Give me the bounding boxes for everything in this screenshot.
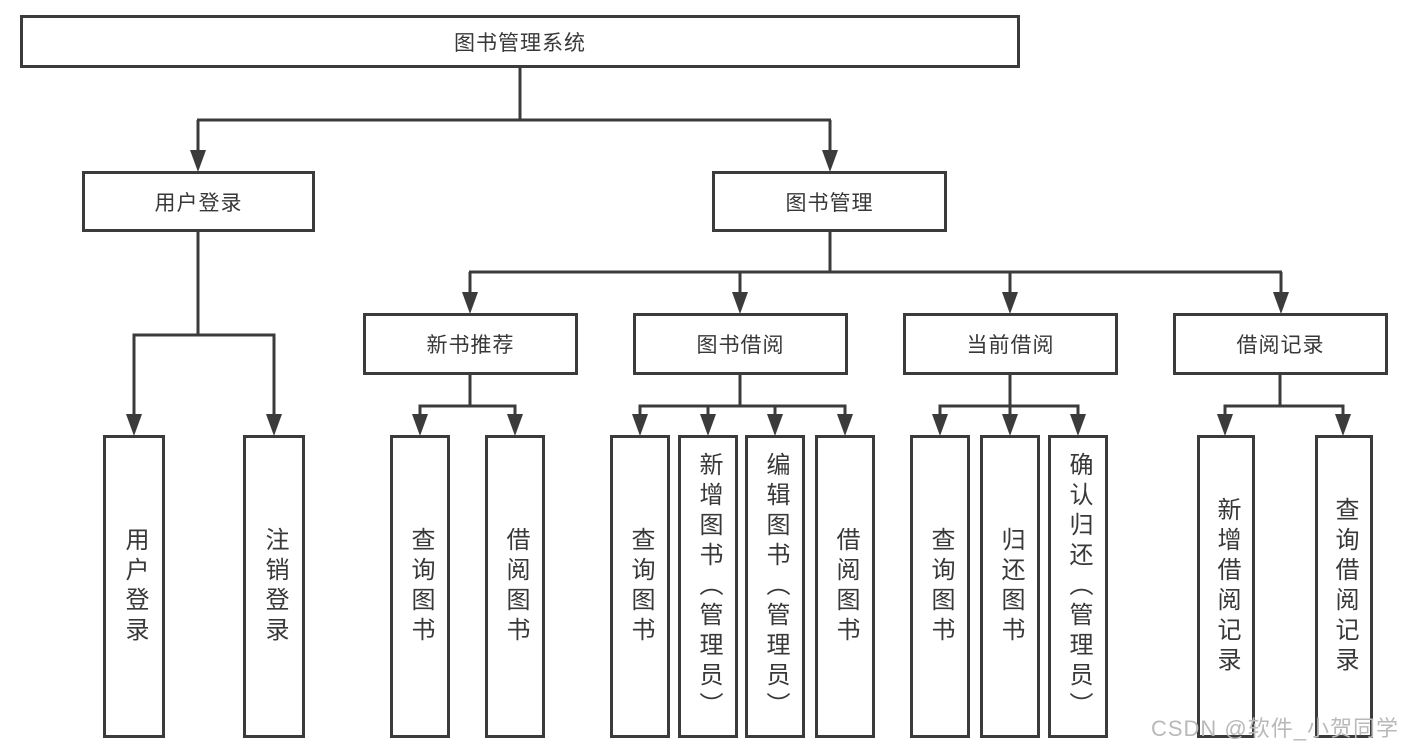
node-label: 查询图书: [627, 526, 654, 647]
node-label: 借阅图书: [832, 526, 859, 647]
node-label: 编辑图书（管理员）: [762, 451, 789, 722]
leaf-borrow-books: 借阅图书: [815, 435, 875, 738]
node-label: 借阅图书: [502, 526, 529, 647]
connector-arrowheads: [126, 150, 1351, 436]
node-label: 查询图书: [927, 526, 954, 647]
leaf-add-borrow-record: 新增借阅记录: [1197, 435, 1255, 738]
leaf-edit-book-admin: 编辑图书（管理员）: [745, 435, 805, 738]
node-label: 用户登录: [121, 526, 148, 647]
node-new-book-recommend: 新书推荐: [363, 313, 578, 375]
node-book-management: 图书管理: [712, 171, 947, 232]
node-label: 新增图书（管理员）: [695, 451, 722, 722]
watermark: CSDN @软件_小贺同学: [1150, 716, 1399, 741]
node-label: 借阅记录: [1236, 334, 1325, 357]
leaf-borrow-books-recommend: 借阅图书: [485, 435, 545, 738]
node-label: 图书借阅: [696, 334, 785, 357]
node-label: 查询借阅记录: [1331, 496, 1358, 677]
leaf-query-books-current: 查询图书: [910, 435, 970, 738]
node-current-borrow: 当前借阅: [903, 313, 1118, 375]
leaf-user-login: 用户登录: [103, 435, 165, 738]
node-label: 确认归还（管理员）: [1065, 451, 1092, 722]
node-label: 用户登录: [154, 191, 243, 215]
node-label: 图书管理: [785, 191, 874, 215]
node-book-borrow: 图书借阅: [633, 313, 848, 375]
leaf-query-books-recommend: 查询图书: [390, 435, 450, 738]
node-label: 当前借阅: [966, 334, 1055, 357]
node-system-root: 图书管理系统: [20, 15, 1020, 68]
node-borrow-records: 借阅记录: [1173, 313, 1388, 375]
leaf-return-book: 归还图书: [980, 435, 1040, 738]
leaf-confirm-return-admin: 确认归还（管理员）: [1048, 435, 1108, 738]
node-label: 注销登录: [261, 526, 288, 647]
node-user-login: 用户登录: [82, 171, 315, 232]
leaf-query-borrow-record: 查询借阅记录: [1315, 435, 1373, 738]
leaf-add-book-admin: 新增图书（管理员）: [678, 435, 738, 738]
connector-strokes: [132, 68, 1345, 418]
node-label: 查询图书: [407, 526, 434, 647]
node-label: 新增借阅记录: [1213, 496, 1240, 677]
leaf-logout: 注销登录: [243, 435, 305, 738]
node-label: 归还图书: [997, 526, 1024, 647]
node-label: 图书管理系统: [454, 31, 586, 55]
leaf-query-books-borrow: 查询图书: [610, 435, 670, 738]
node-label: 新书推荐: [426, 334, 515, 357]
